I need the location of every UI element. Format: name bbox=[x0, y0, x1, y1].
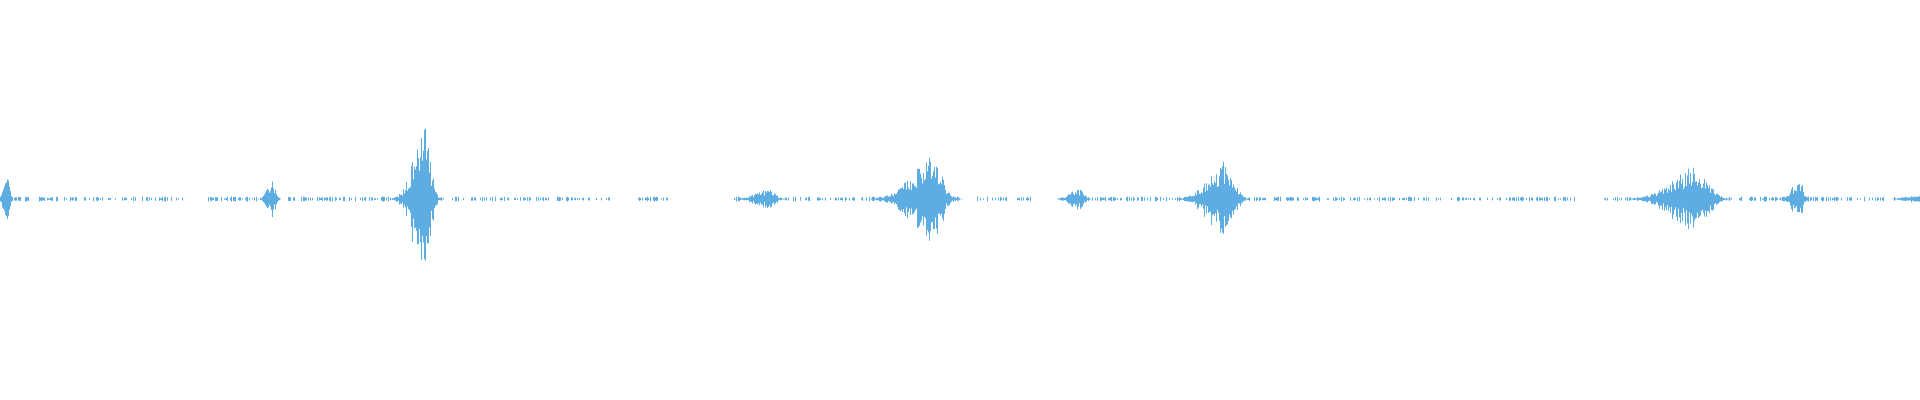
waveform-trace bbox=[0, 128, 1920, 261]
waveform-layer bbox=[0, 128, 1920, 261]
